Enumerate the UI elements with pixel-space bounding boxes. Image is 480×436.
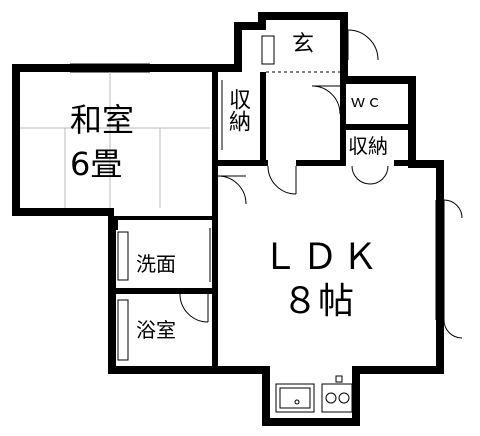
room-name-washitsu: 和室 — [70, 101, 135, 139]
interior-walls — [116, 64, 416, 374]
room-name-storage-left: 収納 — [225, 88, 250, 132]
room-name-bathroom: 浴室 — [136, 318, 176, 342]
room-name-wc: ｗｃ — [350, 92, 383, 111]
fixture-lines — [20, 29, 463, 413]
room-name-washroom: 洗面 — [136, 252, 176, 276]
room-name-storage-right: 収納 — [348, 134, 388, 158]
exterior-walls — [12, 12, 444, 426]
room-size-washitsu: 6畳 — [70, 145, 123, 183]
room-name-ldk: ＬＤＫ — [262, 237, 383, 278]
room-name-entrance: 玄 — [292, 32, 315, 57]
room-size-ldk: ８帖 — [282, 281, 355, 322]
